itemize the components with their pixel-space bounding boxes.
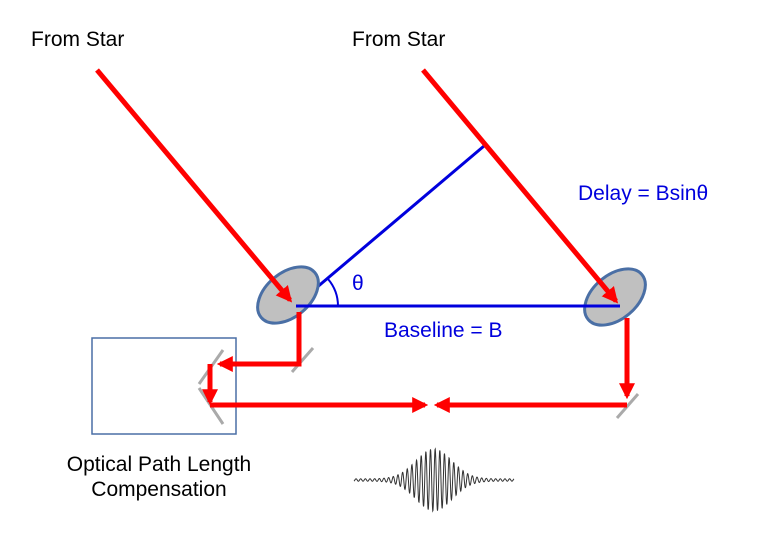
optical-path-length-compensation-label: Optical Path Length Compensation	[39, 452, 279, 502]
theta-arc	[327, 278, 339, 307]
delay-label: Delay = Bsinθ	[578, 182, 709, 205]
wavefront-line	[295, 144, 485, 307]
from-star-label-left: From Star	[31, 28, 125, 51]
beam-path-left	[216, 312, 302, 373]
compensator-box	[91, 337, 237, 435]
opl-label-line-1: Optical Path Length	[66, 453, 252, 476]
fold-mirror-left-telescope	[290, 347, 315, 373]
from-star-label-right: From Star	[352, 28, 446, 51]
starlight-ray-right	[421, 68, 619, 304]
theta-label: θ	[352, 272, 364, 295]
baseline-label: Baseline = B	[384, 319, 503, 342]
opl-label-line-2: Compensation	[91, 478, 227, 502]
starlight-ray-left	[95, 68, 293, 303]
interference-fringe-pattern	[353, 447, 515, 513]
